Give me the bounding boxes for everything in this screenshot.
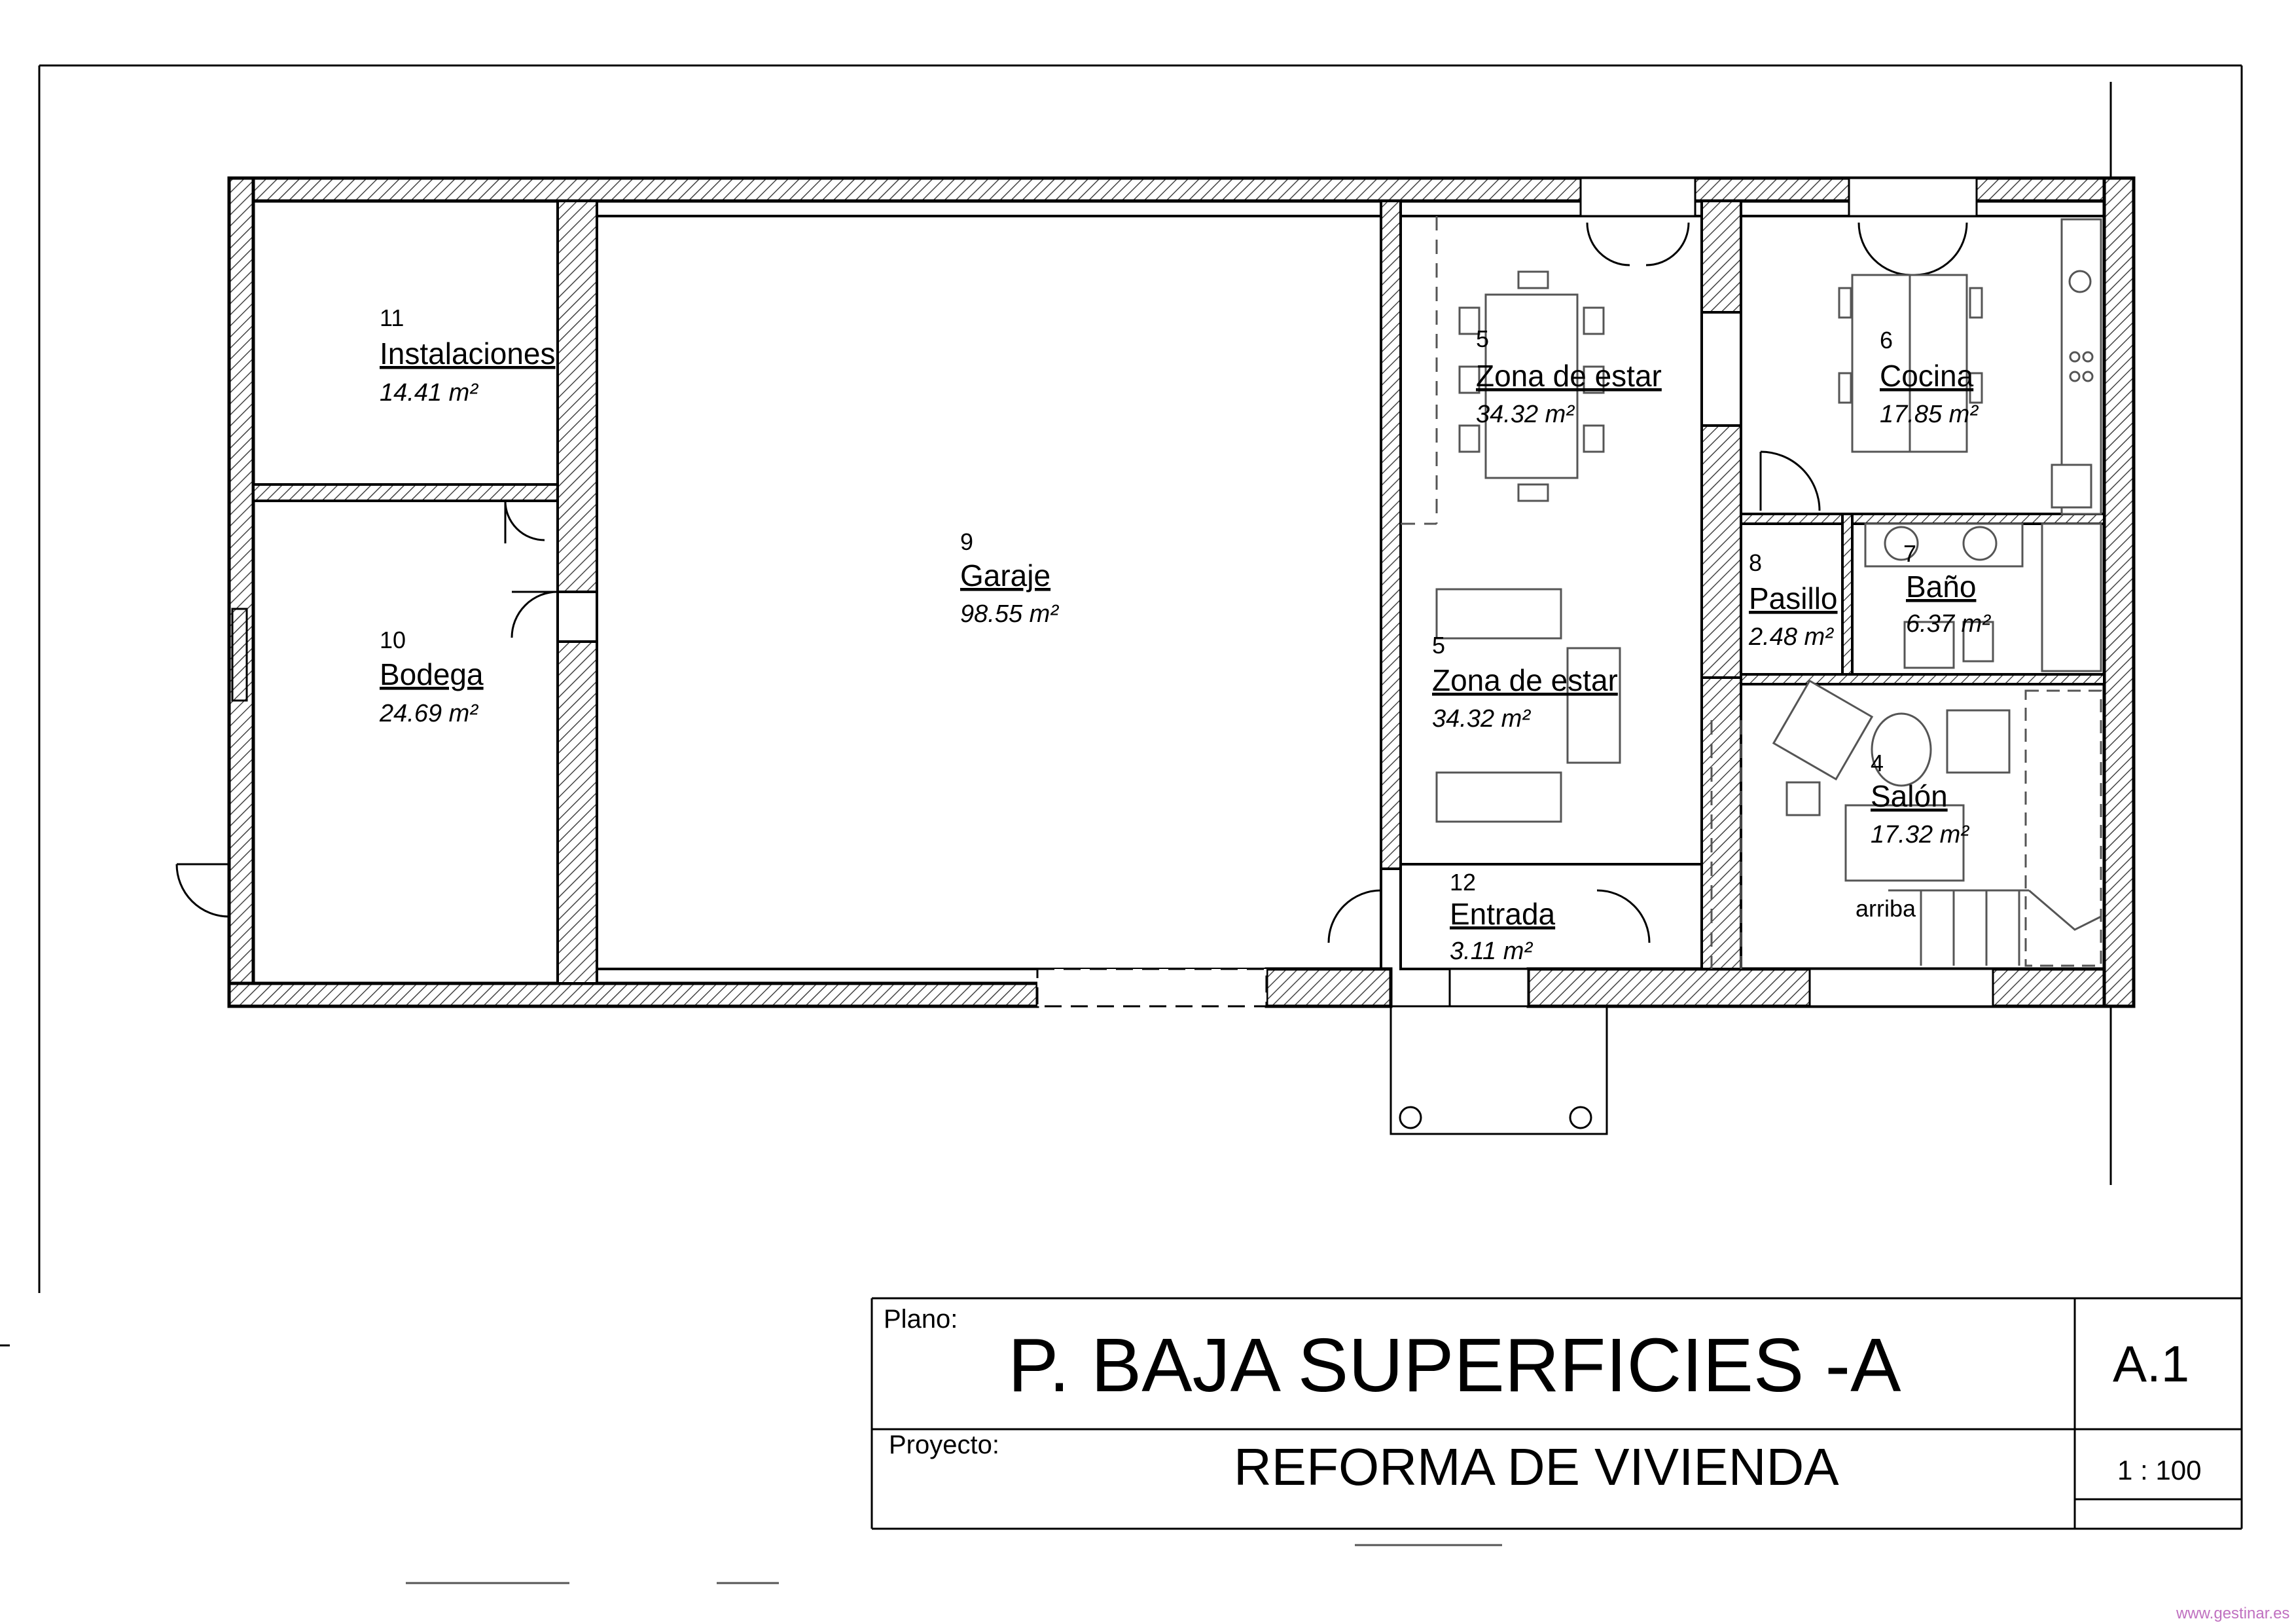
svg-text:6: 6 (1880, 327, 1893, 354)
svg-text:Salón: Salón (1871, 779, 1948, 813)
svg-text:10: 10 (380, 627, 406, 653)
drawing-title: P. BAJA SUPERFICIES -A (1008, 1322, 1901, 1408)
svg-text:Instalaciones: Instalaciones (380, 337, 556, 371)
project-name: REFORMA DE VIVIENDA (1234, 1438, 1839, 1496)
svg-text:Pasillo: Pasillo (1749, 581, 1838, 615)
svg-text:4: 4 (1871, 750, 1884, 776)
salon-furniture (1772, 679, 2011, 882)
svg-text:2.48 m²: 2.48 m² (1748, 623, 1834, 651)
room-label-cocina: 6 Cocina 17.85 m² (1880, 327, 1979, 428)
room-label-bodega: 10 Bodega 24.69 m² (379, 627, 484, 727)
svg-text:Entrada: Entrada (1450, 897, 1556, 931)
bathroom-fixtures (1864, 522, 2102, 672)
svg-text:17.85 m²: 17.85 m² (1880, 401, 1979, 428)
entrance-porch (1390, 1005, 1608, 1135)
svg-text:14.41 m²: 14.41 m² (380, 379, 478, 407)
windows (1448, 177, 1994, 1008)
svg-text:11: 11 (380, 304, 404, 331)
svg-text:8: 8 (1749, 549, 1762, 576)
kitchen-table (1838, 274, 1983, 453)
staircase (1888, 689, 2102, 967)
room-label-bano: 7 Baño 6.37 m² (1903, 540, 1991, 638)
svg-text:17.32 m²: 17.32 m² (1871, 821, 1969, 848)
dashed-partitions (1401, 216, 1742, 969)
drawing-scale: 1 : 100 (2117, 1455, 2201, 1486)
svg-text:Zona de estar: Zona de estar (1476, 359, 1662, 393)
svg-text:34.32 m²: 34.32 m² (1476, 401, 1575, 428)
interior-walls (252, 200, 2106, 985)
living-sofas (1435, 588, 1621, 823)
svg-text:9: 9 (960, 528, 973, 555)
svg-text:Garaje: Garaje (960, 558, 1050, 593)
stair-direction-label: arriba (1856, 895, 1916, 922)
room-label-zona-de-estar-sofas: 5 Zona de estar 34.32 m² (1432, 632, 1618, 733)
room-label-garaje: 9 Garaje 98.55 m² (960, 528, 1059, 628)
svg-text:Bodega: Bodega (380, 657, 484, 691)
svg-text:5: 5 (1476, 325, 1489, 352)
dining-table (1458, 270, 1605, 502)
svg-text:5: 5 (1432, 632, 1445, 659)
svg-text:Zona de estar: Zona de estar (1432, 663, 1618, 697)
sheet-number: A.1 (2113, 1335, 2189, 1393)
plano-label: Plano: (884, 1305, 958, 1334)
watermark: www.gestinar.es (2176, 1605, 2289, 1622)
svg-text:12: 12 (1450, 869, 1476, 896)
svg-text:Baño: Baño (1906, 570, 1976, 604)
doors (175, 222, 1968, 943)
room-label-entrada: 12 Entrada 3.11 m² (1450, 869, 1556, 965)
svg-text:7: 7 (1903, 540, 1916, 567)
proyecto-label: Proyecto: (889, 1431, 999, 1459)
room-labels: 11 Instalaciones 14.41 m² 9 Garaje 98.55… (379, 304, 1991, 965)
svg-text:34.32 m²: 34.32 m² (1432, 705, 1531, 733)
garage-door-opening (1036, 968, 1268, 1008)
room-label-instalaciones: 11 Instalaciones 14.41 m² (380, 304, 556, 407)
svg-text:98.55 m²: 98.55 m² (960, 600, 1059, 628)
svg-text:6.37 m²: 6.37 m² (1906, 610, 1991, 638)
room-label-zona-de-estar-comedor: 5 Zona de estar 34.32 m² (1476, 325, 1662, 428)
svg-text:Cocina: Cocina (1880, 359, 1974, 393)
svg-text:3.11 m²: 3.11 m² (1450, 938, 1533, 965)
room-label-pasillo: 8 Pasillo 2.48 m² (1748, 549, 1838, 651)
room-label-salon: 4 Salón 17.32 m² (1871, 750, 1969, 848)
title-block: Plano: P. BAJA SUPERFICIES -A A.1 Proyec… (406, 1297, 2242, 1584)
svg-text:24.69 m²: 24.69 m² (379, 700, 478, 727)
kitchen-counter (2051, 218, 2102, 515)
